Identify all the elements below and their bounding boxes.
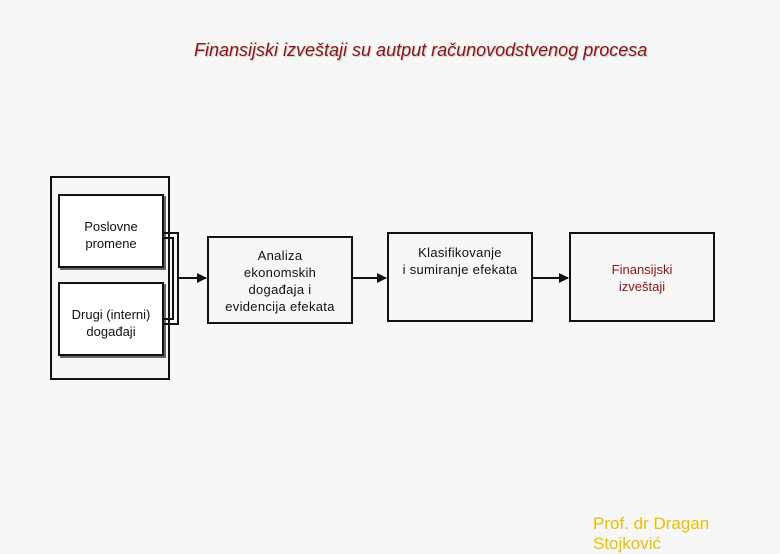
inputs-frame: [50, 176, 170, 380]
input-box-line: Poslovne: [84, 219, 138, 234]
input-box-poslovne-promene: Poslovne promene: [58, 194, 164, 268]
step-box-klasifikovanje: Klasifikovanje i sumiranje efekata: [387, 232, 533, 322]
step-box-finansijski-izvestaji: Finansijski izveštaji: [569, 232, 715, 322]
step-box-line: Finansijski: [611, 262, 673, 277]
author-credit: Prof. dr Dragan Stojković: [593, 514, 709, 554]
step-box-line: Analiza: [257, 248, 303, 263]
input-box-interni-dogadjaji: Drugi (interni) događaji: [58, 282, 164, 356]
step-box-analiza: Analiza ekonomskih događaja i evidencija…: [207, 236, 353, 324]
step-box-line: evidencija efekata: [225, 299, 335, 314]
author-line: Stojković: [593, 534, 662, 553]
bracket-inner: [164, 237, 174, 320]
diagram-title: Finansijski izveštaji su autput računovo…: [194, 40, 648, 60]
input-box-line: događaji: [86, 324, 136, 339]
step-box-line: i sumiranje efekata: [402, 262, 518, 277]
author-line: Prof. dr Dragan: [593, 514, 710, 533]
input-box-line: promene: [85, 236, 137, 251]
step-box-line: događaja i: [248, 282, 312, 297]
step-box-line: Klasifikovanje: [418, 245, 502, 260]
step-box-line: izveštaji: [618, 279, 666, 294]
connectors: [164, 232, 569, 325]
step-box-line: ekonomskih: [243, 265, 317, 280]
bracket-outer: [164, 232, 179, 325]
input-box-line: Drugi (interni): [71, 307, 151, 322]
